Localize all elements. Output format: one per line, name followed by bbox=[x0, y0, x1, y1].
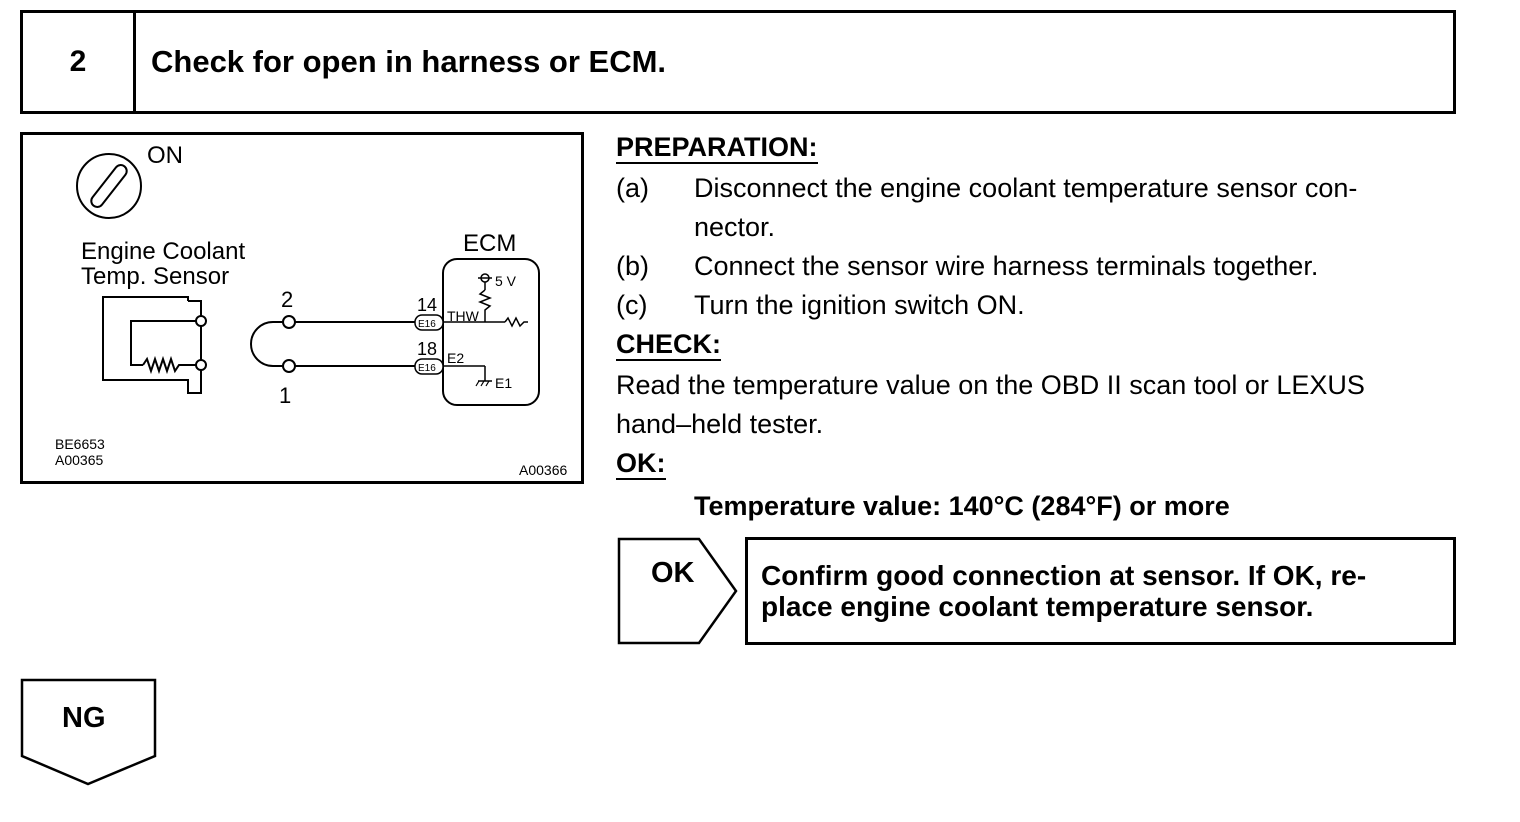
prep-item-b-letter: (b) bbox=[616, 251, 649, 281]
terminal-14-label: 14 bbox=[417, 295, 437, 315]
step-number: 2 bbox=[23, 13, 136, 111]
ok-spec-value: Temperature value: 140°C (284°F) or more bbox=[694, 491, 1230, 521]
ecm-box bbox=[442, 258, 540, 406]
ok-result-line-2: place engine coolant temperature sensor. bbox=[761, 591, 1314, 622]
sensor-label-line1: Engine Coolant bbox=[81, 238, 245, 265]
prep-item-a: (a) Disconnect the engine coolant temper… bbox=[616, 169, 1461, 247]
pin-1-label: 1 bbox=[279, 383, 291, 408]
prep-item-a-text-cont: nector. bbox=[694, 212, 776, 242]
harness-terminal-1 bbox=[282, 359, 296, 373]
ignition-key-icon bbox=[76, 153, 142, 219]
ignition-on-label: ON bbox=[147, 142, 183, 169]
instructions: PREPARATION: (a) Disconnect the engine c… bbox=[616, 128, 1461, 526]
prep-item-b: (b) Connect the sensor wire harness term… bbox=[616, 247, 1461, 286]
sensor-label-line2: Temp. Sensor bbox=[81, 263, 229, 290]
wiring-diagram: ON Engine Coolant Temp. Sensor 2 1 ECM 1… bbox=[20, 132, 584, 484]
sensor-body bbox=[102, 296, 207, 394]
step-header: 2 Check for open in harness or ECM. bbox=[20, 10, 1456, 114]
voltage-5v-label: 5 V bbox=[495, 273, 517, 289]
check-line-2: hand–held tester. bbox=[616, 409, 824, 439]
connector-e16-bottom-label: E16 bbox=[418, 363, 436, 374]
prep-item-c-text: Turn the ignition switch ON. bbox=[694, 290, 1025, 320]
check-heading: CHECK: bbox=[616, 329, 721, 361]
pin-2-label: 2 bbox=[281, 287, 293, 312]
wiring-diagram-svg: ON Engine Coolant Temp. Sensor 2 1 ECM 1… bbox=[55, 142, 567, 478]
check-text: Read the temperature value on the OBD II… bbox=[616, 366, 1461, 444]
ground-e1-label: E1 bbox=[495, 375, 512, 391]
jumper-wire bbox=[250, 321, 289, 367]
ok-branch-result: Confirm good connection at sensor. If OK… bbox=[745, 537, 1456, 645]
prep-item-a-letter: (a) bbox=[616, 173, 649, 203]
step-title: Check for open in harness or ECM. bbox=[151, 44, 667, 79]
ok-result-line-1: Confirm good connection at sensor. If OK… bbox=[761, 560, 1367, 591]
check-line-1: Read the temperature value on the OBD II… bbox=[616, 370, 1365, 400]
signal-e2-label: E2 bbox=[447, 350, 464, 366]
ecm-internal-circuit bbox=[443, 273, 528, 387]
ref-code-a00365: A00365 bbox=[55, 452, 103, 468]
prep-item-a-text: Disconnect the engine coolant temperatur… bbox=[694, 173, 1358, 203]
ok-arrow-shape bbox=[617, 537, 738, 645]
ng-arrow-shape bbox=[20, 678, 157, 786]
prep-item-b-text: Connect the sensor wire harness terminal… bbox=[694, 251, 1319, 281]
prep-item-c: (c) Turn the ignition switch ON. bbox=[616, 286, 1461, 325]
prep-item-c-letter: (c) bbox=[616, 290, 648, 320]
ecm-label: ECM bbox=[463, 230, 516, 257]
ok-spec-heading: OK: bbox=[616, 448, 666, 480]
terminal-18-label: 18 bbox=[417, 339, 437, 359]
ref-code-a00366: A00366 bbox=[519, 462, 567, 478]
ok-branch-label: OK bbox=[651, 557, 695, 589]
preparation-heading: PREPARATION: bbox=[616, 132, 818, 164]
ref-code-be6653: BE6653 bbox=[55, 436, 105, 452]
harness-terminal-2 bbox=[282, 315, 296, 329]
connector-e16-top-label: E16 bbox=[418, 319, 436, 330]
ng-branch-label: NG bbox=[62, 702, 106, 734]
signal-thw-label: THW bbox=[447, 308, 480, 324]
